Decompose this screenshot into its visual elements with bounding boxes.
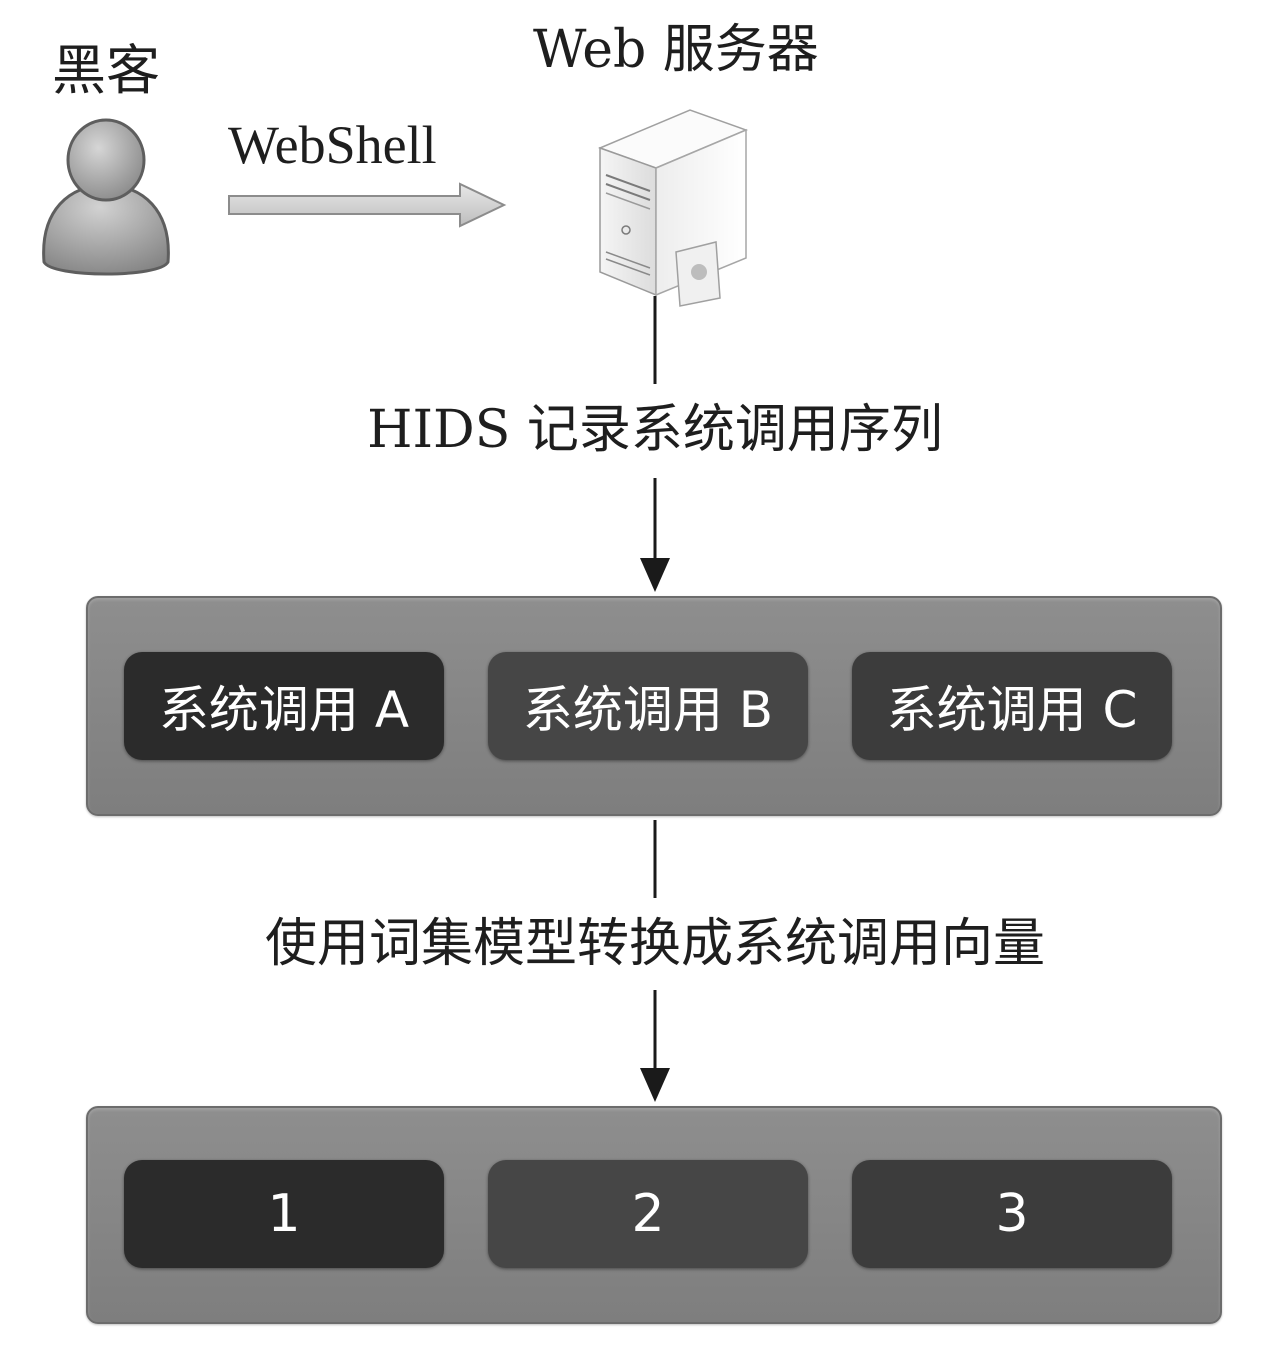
vector-cell: 1 (124, 1160, 444, 1268)
hacker-label: 黑客 (52, 39, 160, 102)
arrow-right-icon (228, 182, 507, 228)
syscall-cell: 系统调用 B (488, 652, 808, 760)
syscall-cell: 系统调用 C (852, 652, 1172, 760)
user-icon (42, 118, 170, 276)
vector-cell: 2 (488, 1160, 808, 1268)
web-server-label: Web 服务器 (533, 20, 819, 80)
bag-of-words-step-label: 使用词集模型转换成系统调用向量 (264, 914, 1045, 974)
server-icon (597, 109, 749, 307)
arrow-down-icon (640, 478, 670, 592)
syscall-cell: 系统调用 A (124, 652, 444, 760)
webshell-label: WebShell (228, 115, 437, 175)
hids-record-step-label: HIDS 记录系统调用序列 (367, 400, 943, 460)
vector-cell: 3 (852, 1160, 1172, 1268)
arrow-down-icon (640, 990, 670, 1102)
